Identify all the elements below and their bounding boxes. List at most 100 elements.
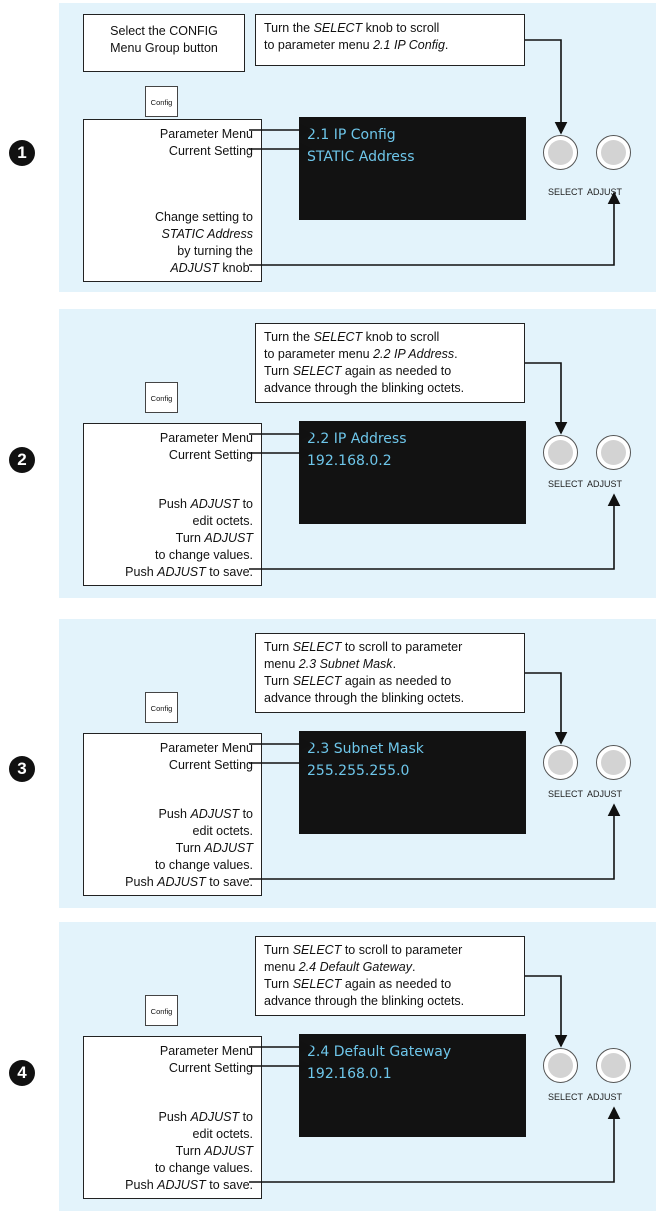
adjust-instruction: Change setting to STATIC Address by turnin… xyxy=(93,209,253,277)
emphasis-text: 2.4 Default Gateway xyxy=(298,960,413,974)
instruction-text: menu xyxy=(264,960,299,974)
callout-line: Menu Group button xyxy=(110,41,218,55)
instruction-text: Push xyxy=(158,807,191,821)
instruction-text: Turn xyxy=(264,977,293,991)
config-button[interactable]: Config xyxy=(145,86,178,117)
instruction-text: Push xyxy=(125,875,158,889)
instruction-text: knob. xyxy=(218,261,253,275)
emphasis-text: ADJUST xyxy=(204,841,253,855)
config-button[interactable]: Config xyxy=(145,382,178,413)
instruction-text: knob to scroll xyxy=(362,21,440,35)
emphasis-text: 2.3 Subnet Mask xyxy=(298,657,393,671)
adjust-knob[interactable] xyxy=(596,435,631,470)
emphasis-text: SELECT xyxy=(313,21,363,35)
instruction-text: to save. xyxy=(205,1178,253,1192)
instruction-text: edit octets. xyxy=(192,1127,253,1141)
instruction-text: advance through the blinking octets. xyxy=(264,994,465,1008)
lcd-parameter-menu: 2.4 Default Gateway xyxy=(307,1044,452,1060)
parameter-menu-label: Parameter Menu xyxy=(159,127,253,141)
emphasis-text: 2.2 IP Address xyxy=(373,347,455,361)
select-knob[interactable] xyxy=(543,1048,578,1083)
instruction-text: Push xyxy=(158,497,191,511)
emphasis-text: ADJUST xyxy=(170,261,219,275)
select-config-callout: Select the CONFIG Menu Group button xyxy=(83,14,245,72)
callout-line: Select the CONFIG xyxy=(110,24,218,38)
step-number-badge: 3 xyxy=(9,756,35,782)
instruction-text: to save. xyxy=(205,875,253,889)
adjust-arrow xyxy=(249,191,621,266)
emphasis-text: SELECT xyxy=(313,330,363,344)
select-arrow xyxy=(525,672,568,745)
adjust-knob[interactable] xyxy=(596,135,631,170)
adjust-knob-label: ADJUST xyxy=(587,479,623,489)
instruction-text: by turning the xyxy=(177,244,253,258)
instruction-text: . xyxy=(454,347,458,361)
instruction-text: to parameter menu xyxy=(264,38,374,52)
select-instruction-box: Turn the SELECT knob to scroll to paramet… xyxy=(255,14,525,66)
adjust-knob-label: ADJUST xyxy=(587,1092,623,1102)
lcd-display: 2.2 IP Address 192.168.0.2 xyxy=(299,421,526,524)
lcd-display: 2.3 Subnet Mask 255.255.255.0 xyxy=(299,731,526,834)
instruction-text: to xyxy=(239,807,253,821)
lcd-current-setting: STATIC Address xyxy=(307,149,415,165)
instruction-text: to change values. xyxy=(155,1161,253,1175)
emphasis-text: SELECT xyxy=(292,640,342,654)
instruction-text: again as needed to xyxy=(341,364,452,378)
emphasis-text: ADJUST xyxy=(190,807,240,821)
select-knob[interactable] xyxy=(543,135,578,170)
instruction-text: Turn xyxy=(175,1144,205,1158)
step-number-badge: 2 xyxy=(9,447,35,473)
config-button[interactable]: Config xyxy=(145,692,178,723)
select-knob[interactable] xyxy=(543,745,578,780)
current-setting-label: Current Setting xyxy=(168,758,253,772)
emphasis-text: SELECT xyxy=(292,943,342,957)
adjust-knob[interactable] xyxy=(596,745,631,780)
instruction-text: Push xyxy=(158,1110,191,1124)
lcd-current-setting: 255.255.255.0 xyxy=(307,763,410,779)
select-knob-label: SELECT xyxy=(548,479,584,489)
lcd-parameter-menu: 2.2 IP Address xyxy=(307,431,407,447)
current-setting-label: Current Setting xyxy=(168,448,253,462)
instruction-text: to parameter menu xyxy=(264,347,374,361)
parameter-info-box: Parameter Menu Current Setting Push ADJU… xyxy=(83,733,262,896)
instruction-text: advance through the blinking octets. xyxy=(264,381,465,395)
instruction-text: advance through the blinking octets. xyxy=(264,691,465,705)
select-knob-label: SELECT xyxy=(548,187,584,197)
config-button[interactable]: Config xyxy=(145,995,178,1026)
instruction-text: to change values. xyxy=(155,548,253,562)
instruction-text: to xyxy=(239,497,253,511)
instruction-text: Turn xyxy=(264,364,293,378)
instruction-text: Turn the xyxy=(264,330,314,344)
parameter-info-box: Parameter Menu Current Setting Change se… xyxy=(83,119,262,282)
lcd-current-setting: 192.168.0.2 xyxy=(307,453,392,469)
select-knob-label: SELECT xyxy=(548,1092,584,1102)
instruction-text: knob to scroll xyxy=(362,330,440,344)
instruction-text: . xyxy=(392,657,397,671)
instruction-text: edit octets. xyxy=(192,824,253,838)
emphasis-text: ADJUST xyxy=(157,875,206,889)
instruction-text: menu xyxy=(264,657,299,671)
parameter-menu-label: Parameter Menu xyxy=(159,741,253,755)
instruction-text: to change values. xyxy=(155,858,253,872)
adjust-arrow xyxy=(249,493,621,570)
instruction-text: edit octets. xyxy=(192,514,253,528)
emphasis-text: ADJUST xyxy=(157,565,206,579)
parameter-info-box: Parameter Menu Current Setting Push ADJU… xyxy=(83,423,262,586)
instruction-text: . xyxy=(412,960,416,974)
select-arrow xyxy=(525,975,568,1048)
instruction-text: Change setting to xyxy=(155,210,253,224)
adjust-arrow xyxy=(249,803,621,880)
adjust-knob[interactable] xyxy=(596,1048,631,1083)
adjust-knob-label: ADJUST xyxy=(587,789,623,799)
adjust-knob-label: ADJUST xyxy=(587,187,623,197)
emphasis-text: STATIC Address xyxy=(161,227,253,241)
select-knob[interactable] xyxy=(543,435,578,470)
instruction-text: again as needed to xyxy=(341,674,452,688)
select-knob-label: SELECT xyxy=(548,789,584,799)
instruction-text: Turn the xyxy=(264,21,314,35)
step-1-panel: Select the CONFIG Menu Group button Turn… xyxy=(59,3,656,292)
